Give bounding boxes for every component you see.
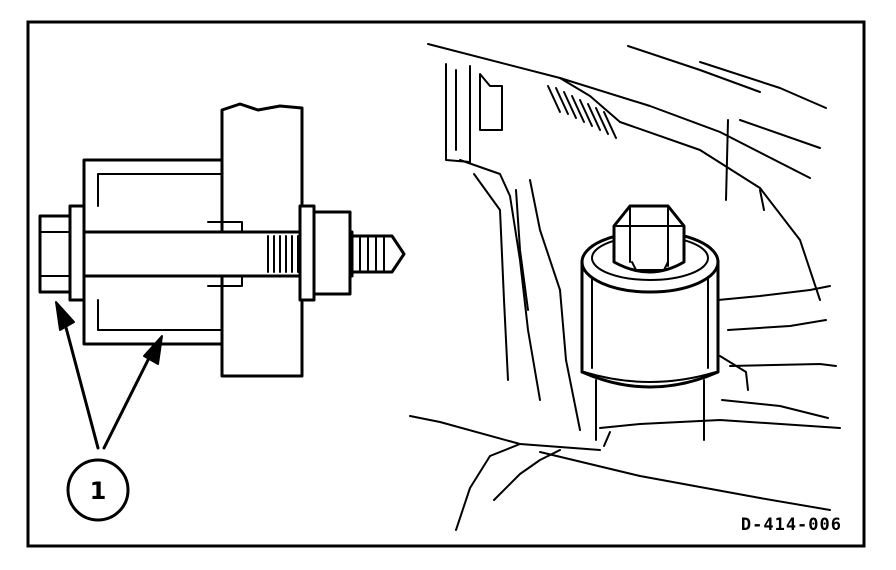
puller-tool-drawing: 1	[38, 102, 406, 522]
bolt-threads	[267, 235, 299, 273]
callout-circle	[66, 458, 130, 522]
hatched-bracket	[547, 85, 617, 139]
right-washer	[298, 204, 316, 302]
bolt-hex-head	[38, 214, 72, 294]
bushing-cylinder	[580, 260, 720, 389]
left-washer	[68, 204, 86, 302]
figure-reference-code: D-414-006	[741, 515, 842, 535]
callout-number: 1	[90, 477, 107, 505]
engine-view-drawing	[409, 43, 841, 531]
hex-bolt	[612, 204, 686, 274]
bolt-tip	[350, 234, 406, 274]
right-nut	[312, 210, 352, 296]
callout-arrows	[55, 301, 163, 450]
